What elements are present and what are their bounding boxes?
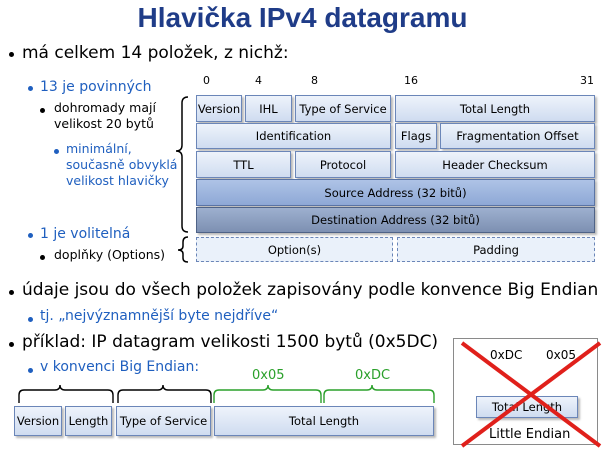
bit-label-8: 8 — [311, 74, 318, 87]
bullet-dot — [9, 342, 14, 347]
field-ttl: TTL — [196, 151, 291, 178]
field-header-checksum: Header Checksum — [395, 151, 595, 178]
field-options: Option(s) — [196, 237, 393, 262]
field-identification: Identification — [196, 123, 391, 149]
brace-version-length — [18, 384, 114, 403]
bullet-example: příklad: IP datagram velikosti 1500 bytů… — [22, 332, 439, 352]
bullet-options: doplňky (Options) — [54, 247, 166, 262]
bit-label-0: 0 — [203, 74, 210, 87]
bullet-minimal-line1: minimální, — [66, 141, 132, 156]
field-version: Version — [196, 95, 242, 122]
bullet-dot — [28, 86, 33, 91]
cross-line-2 — [460, 341, 602, 448]
example-field-length: Length — [65, 406, 112, 436]
options-bracket — [177, 236, 189, 263]
bullet-dot — [40, 108, 45, 113]
le-caption: Little Endian — [489, 427, 571, 442]
bullet-dot — [28, 368, 33, 373]
brace-byte-high — [213, 384, 322, 403]
bullet-mandatory: 13 je povinných — [40, 79, 152, 95]
le-byte-label-low: 0xDC — [490, 348, 523, 362]
bit-label-31: 31 — [580, 74, 594, 87]
bit-label-16: 16 — [404, 74, 418, 87]
bullet-minimal-line3: velikost hlavičky — [66, 173, 169, 188]
field-ihl: IHL — [245, 95, 292, 122]
bullet-dot — [40, 255, 45, 260]
field-total-length: Total Length — [395, 95, 595, 122]
bullet-dot — [28, 233, 33, 238]
page-title: Hlavička IPv4 datagramu — [137, 2, 468, 33]
bullet-dot — [54, 149, 59, 154]
le-byte-label-high: 0x05 — [546, 348, 577, 362]
field-flags: Flags — [395, 123, 437, 149]
brace-type-of-service — [117, 384, 212, 403]
byte-label-low: 0xDC — [355, 368, 391, 383]
mandatory-bracket — [175, 96, 189, 233]
field-protocol: Protocol — [295, 151, 391, 178]
field-destination-address: Destination Address (32 bitů) — [196, 207, 595, 233]
field-padding: Padding — [397, 237, 595, 262]
bullet-msb-first: tj. „nejvýznamnější byte nejdříve“ — [40, 308, 279, 324]
bullet-dot — [9, 290, 14, 295]
bullet-example-big-endian: v konvenci Big Endian: — [40, 359, 200, 375]
example-field-total-length: Total Length — [214, 406, 434, 436]
example-field-version: Version — [14, 406, 62, 436]
field-type-of-service: Type of Service — [295, 95, 391, 122]
bullet-dot — [9, 52, 14, 57]
bullet-mandatory-size-line2: velikost 20 bytů — [54, 116, 154, 131]
field-source-address: Source Address (32 bitů) — [196, 179, 595, 206]
bullet-dot — [28, 317, 33, 322]
brace-byte-low — [323, 384, 435, 403]
bullet-mandatory-size-line1: dohromady mají — [54, 100, 156, 115]
bullet-optional: 1 je volitelná — [40, 226, 131, 242]
bit-label-4: 4 — [255, 74, 262, 87]
bullet-big-endian: údaje jsou do všech položek zapisovány p… — [22, 280, 599, 300]
byte-label-high: 0x05 — [252, 368, 285, 383]
bullet-minimal-line2: současně obvyklá — [66, 157, 178, 172]
bullet-total-fields: má celkem 14 položek, z nichž: — [22, 43, 289, 63]
example-field-type-of-service: Type of Service — [116, 406, 211, 436]
field-fragmentation-offset: Fragmentation Offset — [440, 123, 595, 149]
